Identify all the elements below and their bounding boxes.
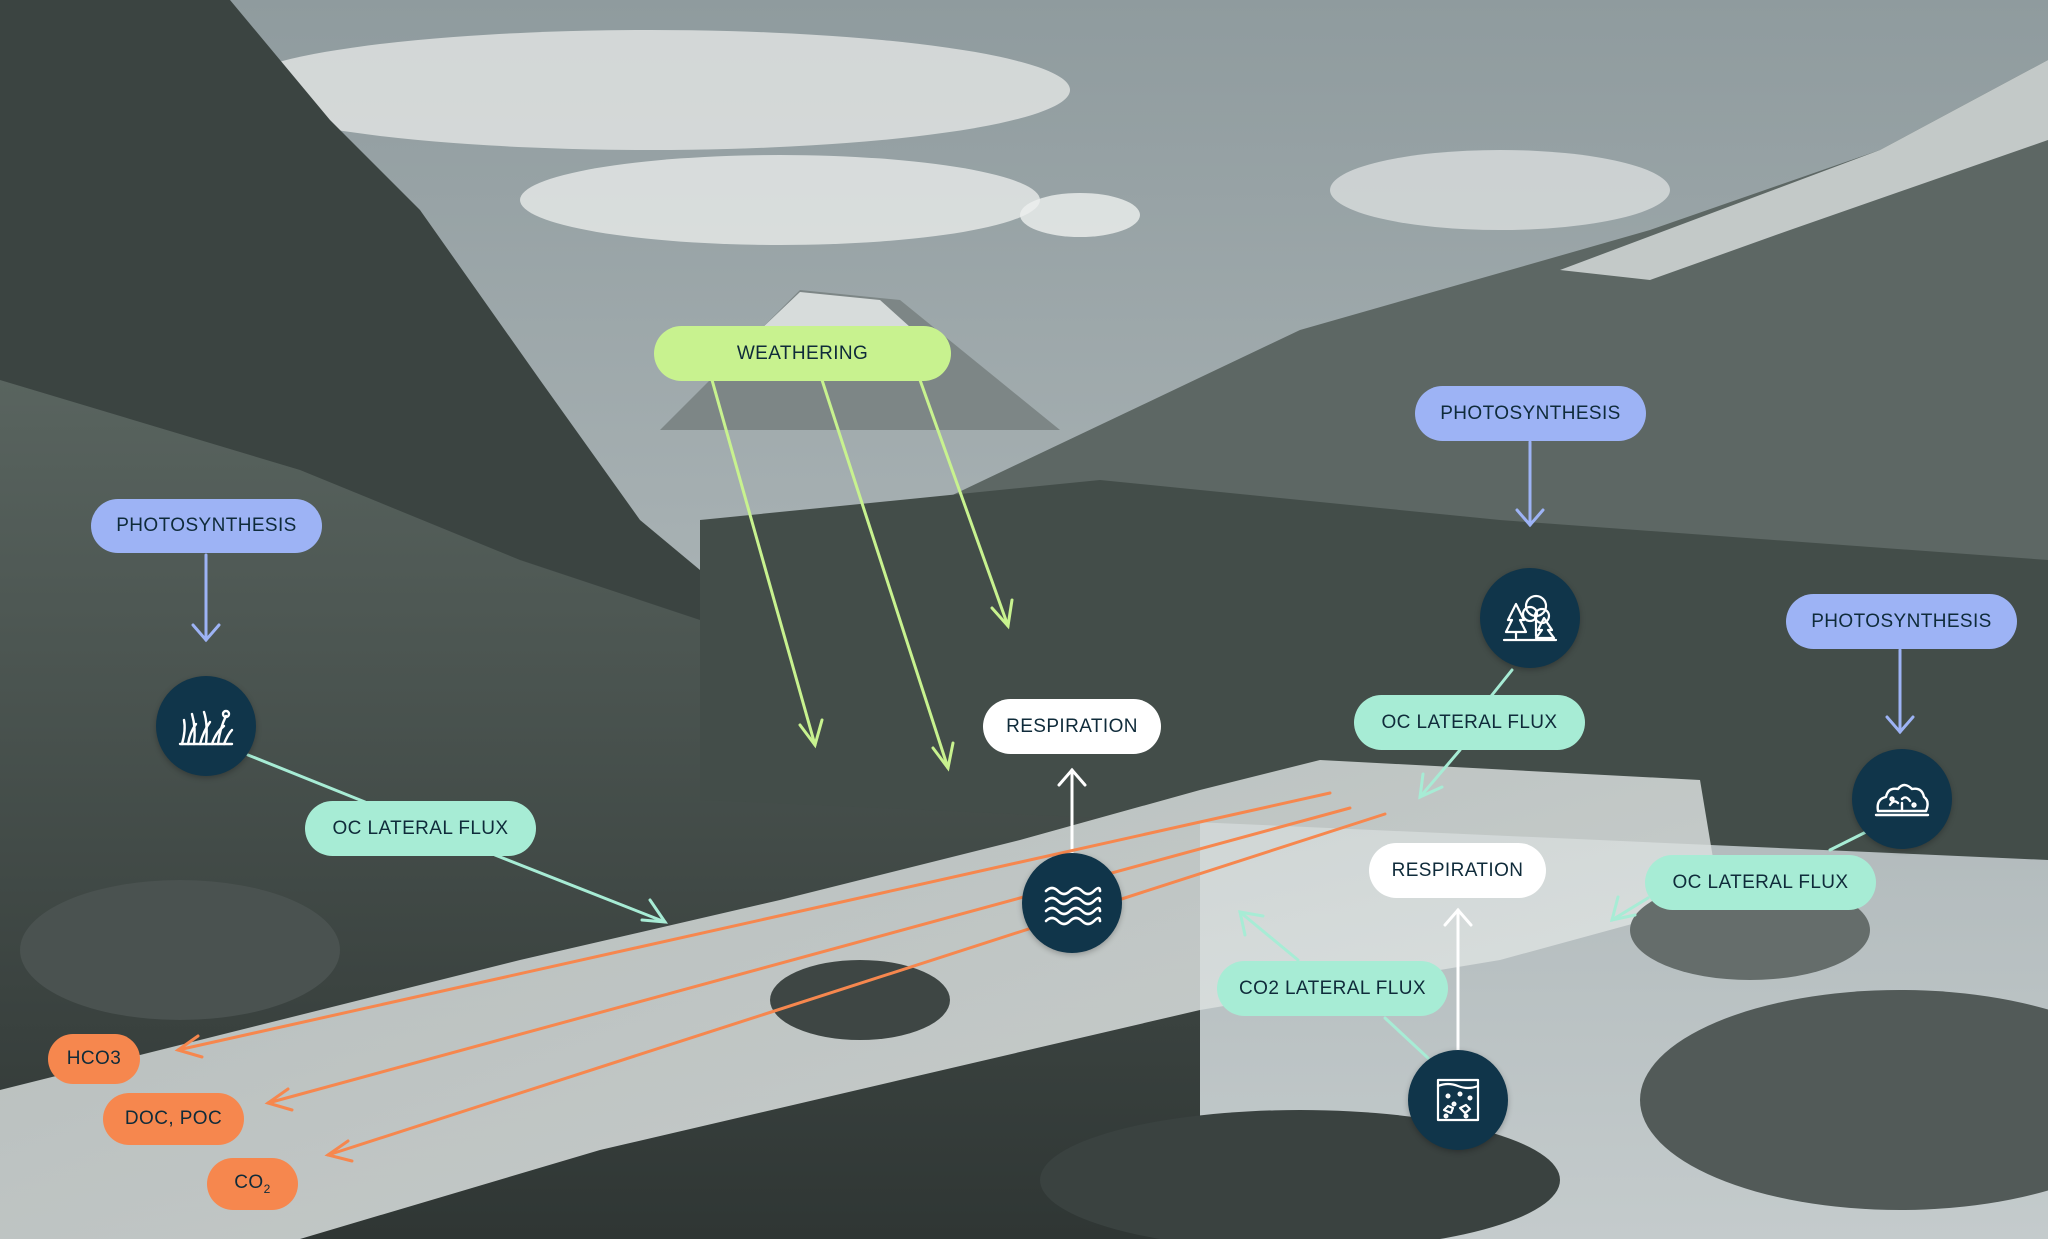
co2-subscript-text: 2 bbox=[263, 1181, 271, 1196]
photosynthesis-arrow bbox=[191, 553, 221, 643]
doc-poc-label: DOC, POC bbox=[103, 1093, 244, 1145]
forest-icon bbox=[1502, 594, 1558, 642]
photosynthesis-label-right: PHOTOSYNTHESIS bbox=[1786, 594, 2017, 649]
photosynthesis-text: PHOTOSYNTHESIS bbox=[116, 515, 297, 536]
oc-lateral-flux-text: OC LATERAL FLUX bbox=[1672, 871, 1849, 893]
oc-lateral-flux-arrow bbox=[246, 753, 669, 924]
hco3-text: HCO3 bbox=[66, 1048, 122, 1069]
oc-lateral-flux-connectors bbox=[246, 668, 1868, 924]
respiration-text: RESPIRATION bbox=[1006, 715, 1138, 737]
weathering-arrow bbox=[820, 378, 955, 772]
hco3-arrow bbox=[174, 791, 1332, 1059]
respiration-arrow bbox=[1057, 767, 1087, 857]
soil-icon-badge bbox=[1408, 1050, 1508, 1150]
respiration-text: RESPIRATION bbox=[1391, 859, 1524, 881]
grass-icon-badge bbox=[156, 676, 256, 776]
oc-lateral-flux-label-right: OC LATERAL FLUX bbox=[1645, 855, 1876, 910]
co2-text: CO2 bbox=[234, 1172, 270, 1196]
doc-poc-arrow bbox=[264, 806, 1352, 1112]
weathering-text: WEATHERING bbox=[736, 342, 869, 364]
water-icon-badge bbox=[1022, 853, 1122, 953]
oc-lateral-flux-label-left: OC LATERAL FLUX bbox=[305, 801, 536, 856]
hco3-label: HCO3 bbox=[48, 1034, 140, 1084]
photosynthesis-arrow bbox=[1885, 648, 1915, 735]
shrub-icon-badge bbox=[1852, 749, 1952, 849]
photosynthesis-arrow bbox=[1515, 440, 1545, 528]
weathering-arrow bbox=[918, 378, 1014, 630]
co2-label: CO2 bbox=[207, 1158, 298, 1210]
co2-arrow bbox=[324, 812, 1387, 1163]
co2-lateral-flux-connector bbox=[1238, 910, 1430, 1060]
river-export-arrows bbox=[174, 791, 1387, 1163]
co2-lateral-flux-label: CO2 LATERAL FLUX bbox=[1217, 961, 1448, 1016]
oc-lateral-flux-text: OC LATERAL FLUX bbox=[1381, 711, 1558, 733]
water-icon bbox=[1044, 886, 1102, 926]
respiration-label-mid: RESPIRATION bbox=[983, 699, 1161, 754]
co2-base-text: CO bbox=[234, 1172, 264, 1194]
co2-lateral-flux-text: CO2 LATERAL FLUX bbox=[1239, 977, 1426, 999]
weathering-arrows bbox=[710, 378, 1014, 772]
photosynthesis-arrows bbox=[191, 440, 1915, 735]
oc-lateral-flux-text: OC LATERAL FLUX bbox=[332, 817, 509, 839]
photosynthesis-text: PHOTOSYNTHESIS bbox=[1440, 402, 1621, 424]
weathering-arrow bbox=[710, 378, 824, 749]
photosynthesis-label-mid: PHOTOSYNTHESIS bbox=[1415, 386, 1646, 441]
photosynthesis-text: PHOTOSYNTHESIS bbox=[1811, 610, 1992, 632]
forest-icon-badge bbox=[1480, 568, 1580, 668]
doc-poc-text: DOC, POC bbox=[124, 1108, 223, 1129]
oc-lateral-flux-arrow bbox=[1609, 830, 1868, 922]
respiration-label-right: RESPIRATION bbox=[1369, 843, 1546, 898]
weathering-label: WEATHERING bbox=[654, 326, 951, 381]
respiration-arrows bbox=[1057, 767, 1473, 1052]
shrub-icon bbox=[1874, 783, 1930, 817]
respiration-arrow bbox=[1443, 907, 1473, 1052]
oc-lateral-flux-label-mid: OC LATERAL FLUX bbox=[1354, 695, 1585, 750]
soil-icon bbox=[1436, 1078, 1480, 1122]
photosynthesis-label-left: PHOTOSYNTHESIS bbox=[91, 499, 322, 553]
grass-icon bbox=[178, 709, 234, 746]
